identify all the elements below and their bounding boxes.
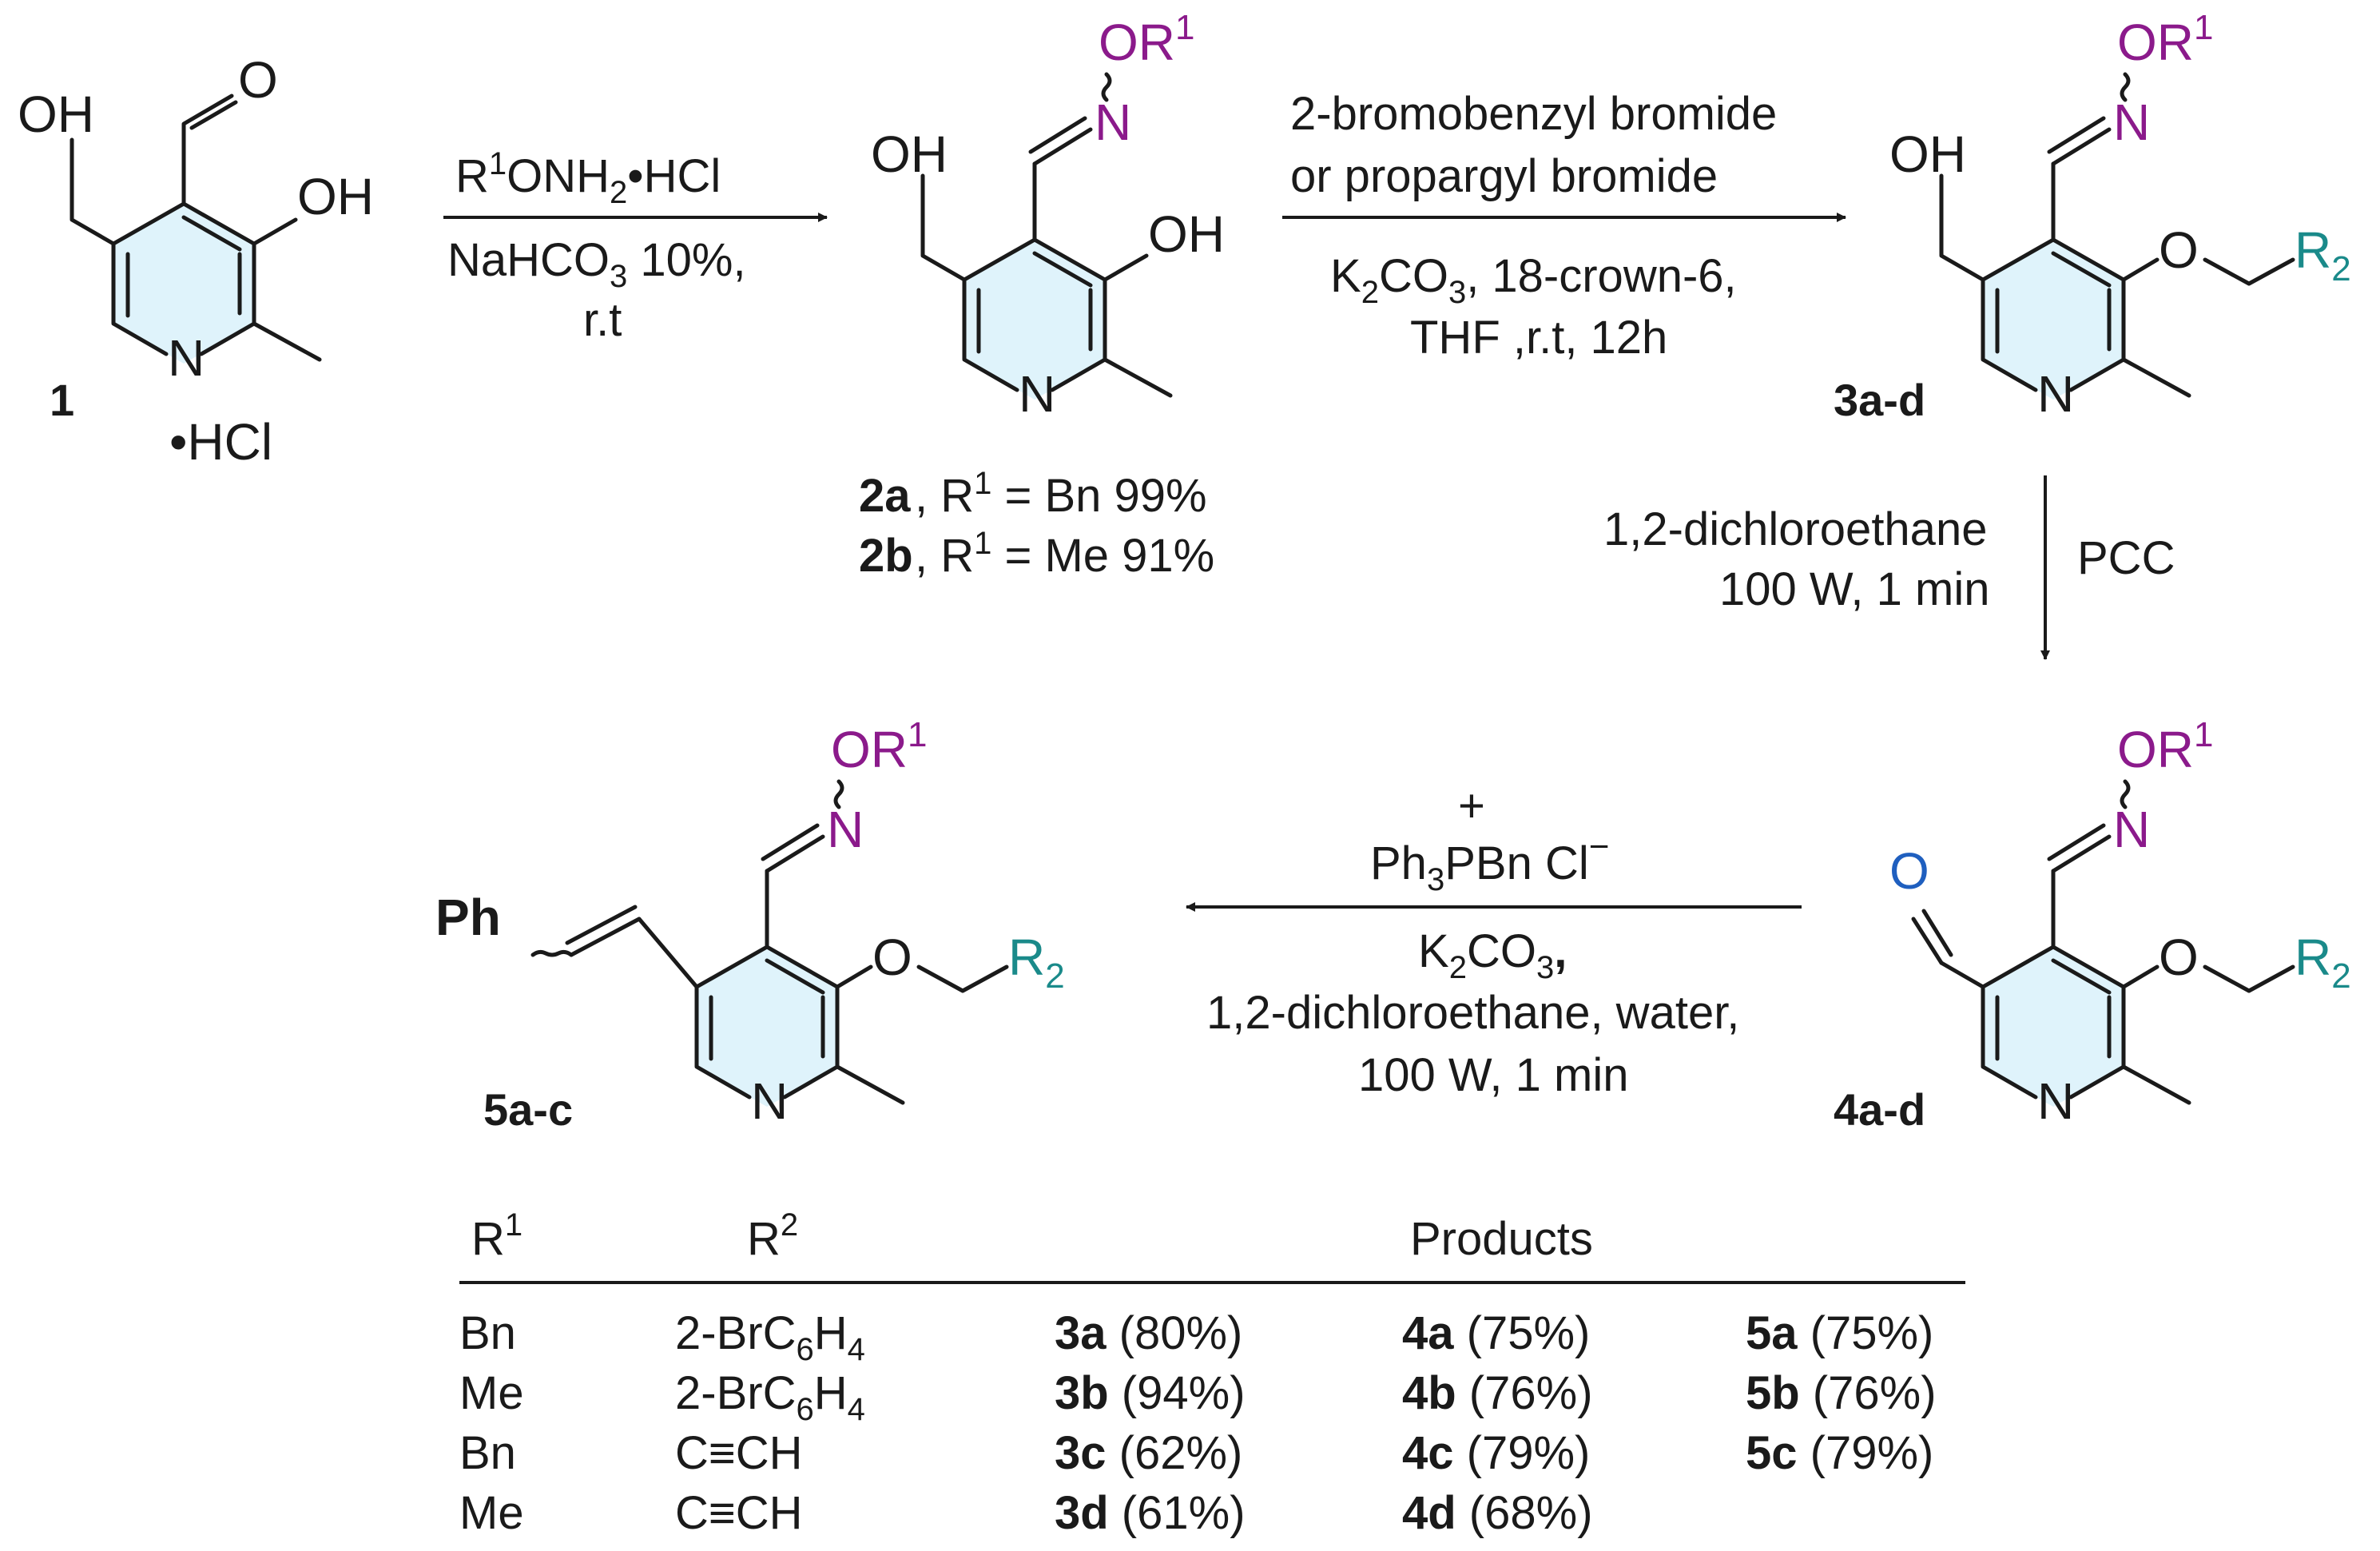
step-4-condition-2: 1,2-dichloroethane, water, (1206, 987, 1739, 1039)
step-2-arrow: 2-bromobenzyl bromide or propargyl bromi… (1282, 88, 1846, 364)
oxime-or1: OR1 (2117, 8, 2213, 71)
r2-group: R2 (2295, 929, 2351, 996)
table-cell-product-3: 3d (61%) (1055, 1487, 1246, 1539)
compound-1-label: 1 (50, 375, 74, 425)
phosphonium-charge: + (1458, 780, 1485, 832)
step-3-arrow: 1,2-dichloroethane 100 W, 1 min PCC (1603, 475, 2175, 660)
hydroxymethyl-oh: OH (1889, 125, 1966, 183)
table-cell-r1: Bn (459, 1427, 516, 1479)
compound-2b-r1: , R1 = Me 91% (915, 526, 1214, 582)
table-header-r1: R1 (471, 1207, 522, 1265)
table-cell-r2: 2-BrC6H4 (675, 1307, 865, 1367)
r2-group: R2 (1008, 929, 1065, 996)
pyridine-n: N (2037, 1072, 2074, 1130)
hydroxymethyl-oh: OH (18, 86, 94, 143)
yield-table: R1 R2 Products Bn 2-BrC6H4 3a (80%) 4a (75%… (459, 1207, 1965, 1539)
table-cell-r2: C≡CH (675, 1487, 803, 1539)
table-cell-product-4: 4d (68%) (1402, 1487, 1593, 1539)
oxime-n: N (2113, 801, 2150, 858)
table-cell-product-3: 3c (62%) (1055, 1427, 1242, 1479)
table-cell-r1: Me (459, 1367, 524, 1419)
table-cell-product-4: 4c (79%) (1402, 1427, 1590, 1479)
step-1-condition-1: NaHCO3 10%, (447, 234, 746, 294)
step-2-condition-2: THF ,r.t, 12h (1410, 312, 1667, 364)
ether-o: O (2159, 221, 2199, 279)
table-cell-r2: 2-BrC6H4 (675, 1367, 865, 1427)
oxime-n: N (1095, 93, 1131, 151)
table-cell-r1: Me (459, 1487, 524, 1539)
compound-3-label: 3a-d (1834, 375, 1925, 425)
table-cell-product-5: 5b (76%) (1746, 1367, 1937, 1419)
table-cell-product-3: 3a (80%) (1055, 1307, 1242, 1359)
compound-4-label: 4a-d (1834, 1084, 1925, 1135)
oxime-n: N (2113, 93, 2150, 151)
table-cell-product-4: 4a (75%) (1402, 1307, 1590, 1359)
r2-group: R2 (2295, 221, 2351, 288)
compound-5: N OR1 Ph O R2 N 5a-c (435, 715, 1065, 1135)
step-2-reagent-1: 2-bromobenzyl bromide (1290, 88, 1777, 140)
ether-o: O (2159, 929, 2199, 986)
oxime-or1: OR1 (2117, 715, 2213, 778)
step-3-condition-1: 1,2-dichloroethane (1603, 503, 1987, 555)
carbonyl-oxygen: O (238, 51, 278, 109)
step-2-reagent-2: or propargyl bromide (1290, 150, 1718, 202)
step-2-condition-1: K2CO3, 18-crown-6, (1330, 250, 1737, 310)
hydroxymethyl-oh: OH (871, 125, 948, 183)
step-1-reagent: R1ONH2•HCl (455, 146, 721, 210)
compound-2a-r1: , R1 = Bn 99% (915, 466, 1207, 522)
step-3-condition-2: 100 W, 1 min (1719, 563, 1989, 615)
oxime-or1: OR1 (831, 715, 927, 778)
phenol-oh: OH (1148, 205, 1225, 263)
step-4-reagent: Ph3PBn Cl− (1370, 827, 1609, 897)
ether-o: O (872, 929, 912, 986)
formyl-o: O (1889, 842, 1929, 900)
step-1-condition-2: r.t (583, 294, 622, 346)
hcl-salt: •HCl (169, 413, 272, 471)
pyridine-n: N (168, 329, 205, 387)
table-header-r2: R2 (747, 1207, 798, 1265)
table-cell-product-3: 3b (94%) (1055, 1367, 1246, 1419)
phenyl-group: Ph (435, 889, 501, 946)
table-cell-r1: Bn (459, 1307, 516, 1359)
compound-5-label: 5a-c (483, 1084, 573, 1135)
compound-3: N OR1 OH O R2 N 3a-d (1834, 8, 2351, 425)
step-4-condition-1: K2CO3, (1418, 925, 1567, 985)
table-header-products: Products (1410, 1213, 1593, 1265)
step-3-reagent: PCC (2077, 532, 2175, 584)
table-cell-r2: C≡CH (675, 1427, 803, 1479)
table-cell-product-5: 5a (75%) (1746, 1307, 1933, 1359)
step-4-arrow: + Ph3PBn Cl− K2CO3, 1,2-dichloroethane, … (1186, 780, 1802, 1101)
step-1-arrow: R1ONH2•HCl NaHCO3 10%, r.t (443, 146, 828, 346)
pyridine-n: N (751, 1072, 788, 1130)
step-4-condition-3: 100 W, 1 min (1358, 1049, 1628, 1101)
oxime-n: N (827, 801, 864, 858)
compound-2b-yield: 2b (859, 530, 913, 582)
compound-2a-yield: 2a 10%, (859, 470, 1029, 522)
table-body: Bn 2-BrC6H4 3a (80%) 4a (75%) 5a (75%) Me 2-Br… (459, 1307, 1937, 1539)
table-cell-product-5: 5c (79%) (1746, 1427, 1933, 1479)
compound-2: N OR1 OH OH N 2a 10%, , R1 = Bn 99% 2b ,… (859, 8, 1225, 582)
pyridine-n: N (1019, 365, 1055, 423)
oxime-or1: OR1 (1099, 8, 1194, 71)
compound-1: O OH OH N 1 •HCl (18, 51, 374, 471)
phenol-oh: OH (297, 168, 374, 225)
table-cell-product-4: 4b (76%) (1402, 1367, 1593, 1419)
compound-4: N OR1 O O R2 N 4a-d (1834, 715, 2351, 1135)
pyridine-n: N (2037, 365, 2074, 423)
